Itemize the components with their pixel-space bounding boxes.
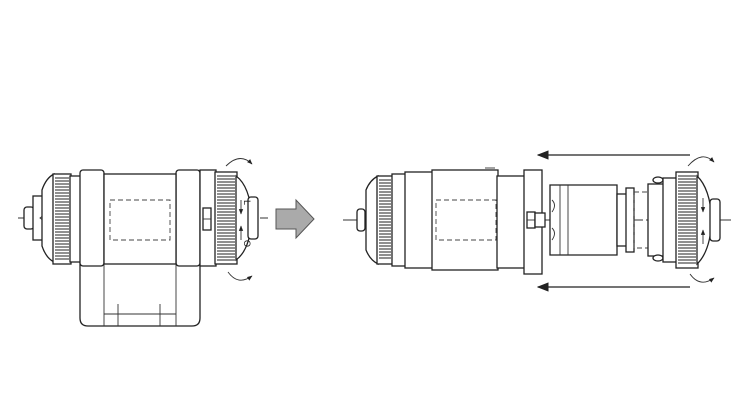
curved-arrow-icon (225, 158, 253, 167)
knurl-texture (55, 177, 69, 260)
knurl-texture (678, 175, 696, 264)
rear-iris-ring (647, 171, 713, 269)
lens-barrel (103, 173, 177, 265)
assembled-lens: L O (18, 158, 268, 327)
bracket-plate-left (79, 169, 105, 267)
knurl-texture (217, 175, 235, 261)
ring-label-top: L (242, 200, 252, 205)
front-focus-ring (365, 173, 407, 267)
front-focus-ring (41, 172, 83, 265)
disassembled-lens (343, 150, 732, 292)
removed-cylinder (549, 184, 618, 256)
mount-adapter (616, 187, 651, 253)
right-arrow-icon (275, 198, 315, 240)
curved-arrow-icon (687, 156, 715, 167)
rear-knob (709, 198, 721, 242)
curved-arrow-icon (689, 273, 715, 283)
knurl-texture (379, 179, 391, 259)
lens-mount (496, 169, 546, 275)
curved-arrow-icon (227, 271, 253, 281)
rear-iris-ring (199, 169, 253, 267)
rear-knob (247, 196, 259, 240)
bracket-plate-right (175, 169, 201, 267)
ring-label-bottom: O (242, 240, 252, 247)
mounting-bracket (79, 262, 201, 327)
lens-barrel (404, 167, 499, 271)
